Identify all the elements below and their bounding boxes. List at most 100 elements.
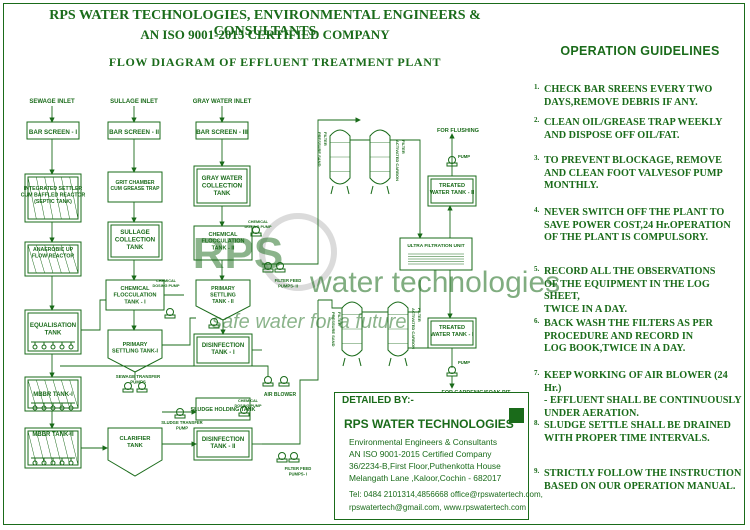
drawing-frame xyxy=(3,3,745,525)
chem-floc-1-label: FLOCCULATION xyxy=(114,293,157,299)
sullage-collection-label: SULLAGE xyxy=(120,229,150,236)
disinfection-1-label: TANK - I xyxy=(211,350,235,356)
integrated-settler-label: INTEGRATED SETTLER xyxy=(24,186,83,192)
primary-settling-2-label: SETTLING xyxy=(210,292,236,298)
treated-2-label: WATER TANK - II xyxy=(430,190,475,196)
disinfection-tank-1 xyxy=(193,333,253,367)
pipe xyxy=(262,300,319,445)
disinfection-2-label: DISINFECTION xyxy=(202,437,244,443)
watermark-line-2: safe water for a future xyxy=(212,311,407,333)
mbbr-tank-1 xyxy=(24,376,82,412)
filter-feed-1-label: FILTER FEED xyxy=(285,466,312,471)
chem-floc-1-label: TANK - I xyxy=(124,299,146,305)
guideline-text: RECORD ALL THE OBSERVATIONS OF THE EQUIP… xyxy=(544,266,716,315)
pump-tw2-base xyxy=(446,162,458,167)
mbbr-tank-1-hatch xyxy=(69,379,79,409)
clarifier-tank xyxy=(107,427,163,477)
filter-feed-pump-2a-base xyxy=(262,268,274,273)
activated-carbon-filter-2-leg xyxy=(370,185,374,195)
anaerobic-reactor-hatch xyxy=(36,244,45,274)
pressure-sand-filter-1-leg xyxy=(342,357,346,367)
guideline-item: 3.TO PREVENT BLOCKAGE, REMOVE AND CLEAN … xyxy=(534,154,744,193)
filter-feed-2-label: PUMPS- II xyxy=(278,283,298,288)
integrated-settler-hatch xyxy=(44,176,54,220)
mbbr-tank-2-hatch xyxy=(61,430,70,466)
acf-1-label: FILTER xyxy=(417,308,422,322)
guideline-number: 7. xyxy=(534,369,540,377)
sewage-transfer-pump-a-base xyxy=(122,388,134,393)
guideline-number: 5. xyxy=(534,265,540,273)
guideline-number: 1. xyxy=(534,83,540,91)
clarifier-label: TANK xyxy=(127,443,143,449)
equalisation-label: EQUALISATION xyxy=(30,322,77,329)
treated-1-label: WATER TANK - I xyxy=(431,332,474,338)
pressure-sand-filter-2-leg xyxy=(330,185,334,195)
guideline-text: STRICTLY FOLLOW THE INSTRUCTION BASED ON… xyxy=(544,468,742,492)
air-blower-label: AIR BLOWER xyxy=(264,392,297,398)
bar-screen-3 xyxy=(195,121,249,140)
guideline-text: CHECK BAR SREENS EVERY TWO DAYS,REMOVE D… xyxy=(544,84,713,108)
company-telephone: Tel: 0484 2101314,4856668 office@rpswate… xyxy=(349,490,543,499)
air-blower-a-base xyxy=(262,382,274,387)
company-title: RPS WATER TECHNOLOGIES, ENVIRONMENTAL EN… xyxy=(49,8,481,39)
guideline-item: 8.SLUDGE SETTLE SHALL BE DRAINED WITH PR… xyxy=(534,419,744,445)
primary-settling-1-label: SETTLING TANK-I xyxy=(112,349,159,355)
guideline-item: 1. CHECK BAR SREENS EVERY TWO DAYS,REMOVE… xyxy=(534,83,744,109)
equalisation-tank-diffuser xyxy=(59,344,65,350)
iso-subtitle: AN ISO 9001-2015 CERTIFIED COMPANY xyxy=(140,27,390,42)
watermark-line-1: water technologies xyxy=(309,266,560,299)
anaerobic-reactor-hatch xyxy=(44,244,54,274)
anaerobic-label: FLOW REACTOR xyxy=(32,253,75,259)
pressure-sand-filter-1-leg xyxy=(358,357,362,367)
primary-settling-tank-2 xyxy=(195,279,251,321)
treated-water-tank-1-inner xyxy=(430,320,474,346)
disinfection-tank-2 xyxy=(193,427,253,461)
sludge-holding-tank xyxy=(195,397,251,421)
pump-tw2-label: PUMP xyxy=(458,154,470,159)
chem-floc-2-label: FLOCCULATION xyxy=(202,239,245,245)
psf-1-label: PRESSURE SAND xyxy=(331,312,336,347)
guideline-item: 4.NEVER SWITCH OFF THE PLANT TO SAVE POW… xyxy=(534,206,744,245)
sullage-collection-label: COLLECTION xyxy=(115,236,156,243)
bar-screen-2 xyxy=(107,121,161,140)
dosing-pump-4-label: CHEMICAL xyxy=(238,399,259,403)
guideline-item: 6.BACK WASH THE FILTERS AS PER PROCEDURE… xyxy=(534,317,744,356)
equalisation-tank-diffuser xyxy=(32,344,38,350)
mbbr-tank-2-hatch xyxy=(69,430,79,466)
pressure-sand-filter-1 xyxy=(341,301,363,357)
bar-screen-1-label: BAR SCREEN - I xyxy=(29,129,77,136)
guideline-item: 7.KEEP WORKING OF AIR BLOWER (24 Hr.) - … xyxy=(534,369,744,420)
pipe xyxy=(300,117,361,265)
mbbr-2-label: MBBR TANK-II xyxy=(32,432,74,438)
chem-floc-1-label: CHEMICAL xyxy=(120,286,150,292)
filter-feed-pump-1b-base xyxy=(288,458,300,463)
watermark-logo-text: RPS xyxy=(193,229,283,278)
sewage-inlet-label: SEWAGE INLET xyxy=(29,99,75,105)
chem-floc-2-label: TANK - II xyxy=(212,245,235,251)
company-address-2: Melangath Lane ,Kaloor,Cochin - 682017 xyxy=(349,473,502,483)
air-line xyxy=(60,365,269,376)
sullage-collection-tank xyxy=(107,221,163,261)
guideline-number: 3. xyxy=(534,154,540,162)
dosing-pump-4-base xyxy=(238,412,250,417)
mbbr-tank-2-diffuser xyxy=(68,460,74,466)
equalisation-tank-diffuser xyxy=(68,344,74,350)
equalisation-tank-inner xyxy=(27,312,79,352)
company-name: RPS WATER TECHNOLOGIES xyxy=(344,417,514,431)
treated-water-tank-1 xyxy=(427,317,477,349)
guideline-number: 8. xyxy=(534,419,540,427)
sewage-transfer-pump-b-base xyxy=(136,388,148,393)
guideline-text: NEVER SWITCH OFF THE PLANT TO SAVE POWER… xyxy=(544,207,731,243)
company-subtitle-2: AN ISO 9001-2015 Certified Company xyxy=(349,449,492,459)
sludge-transfer-label: PUMP xyxy=(176,425,188,430)
chem-floc-tank-1 xyxy=(105,279,165,311)
chem-floc-2-label: CHEMICAL xyxy=(208,232,238,238)
sludge-transfer-label: SLUDGE TRANSFER xyxy=(161,420,202,425)
mbbr-tank-1-diffuser xyxy=(50,405,56,411)
mbbr-tank-1-diffuser xyxy=(68,405,74,411)
anaerobic-label: ANAEROBIC UP xyxy=(33,247,74,253)
return-pipe xyxy=(81,299,106,331)
uf-label: ULTRA FILTRATION UNIT xyxy=(407,243,464,249)
mbbr-tank-1-diffuser xyxy=(32,405,38,411)
integrated-settler-label: (SEPTIC TANK) xyxy=(34,199,72,205)
